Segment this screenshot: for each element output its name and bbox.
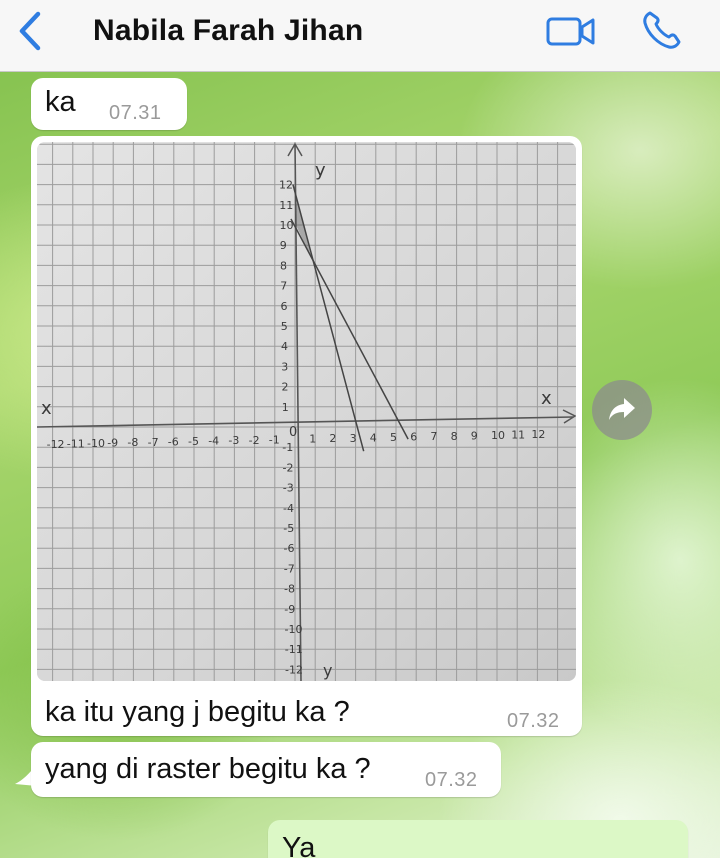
y-axis-label-bottom: y bbox=[323, 661, 332, 680]
y-tick-label: -10 bbox=[285, 623, 303, 636]
x-tick-label: -7 bbox=[148, 436, 159, 449]
message-time: 07.32 bbox=[425, 769, 478, 791]
y-tick-label: 6 bbox=[281, 300, 288, 313]
x-tick-label: -11 bbox=[67, 437, 85, 450]
x-tick-label: 9 bbox=[471, 429, 478, 442]
hatched-region bbox=[295, 198, 312, 258]
y-tick-label: 2 bbox=[282, 381, 289, 394]
y-tick-label: -4 bbox=[283, 502, 294, 515]
y-tick-label: 7 bbox=[280, 280, 287, 293]
y-tick-label: 8 bbox=[280, 259, 287, 272]
x-tick-label: -9 bbox=[107, 437, 118, 450]
x-tick-label: -5 bbox=[188, 435, 199, 448]
x-tick-label: -12 bbox=[47, 438, 65, 451]
y-axis-line bbox=[294, 143, 302, 681]
y-tick-label: 9 bbox=[280, 239, 287, 252]
x-tick-label: 12 bbox=[531, 428, 545, 441]
drawn-line-shallow bbox=[290, 218, 409, 440]
x-tick-label: 7 bbox=[430, 430, 437, 443]
x-tick-label: 4 bbox=[370, 431, 377, 444]
y-tick-label: 1 bbox=[282, 401, 289, 414]
message-bubble-incoming[interactable]: ka 07.31 bbox=[31, 78, 187, 130]
forward-button[interactable] bbox=[592, 380, 652, 440]
x-tick-label: -2 bbox=[249, 434, 260, 447]
y-tick-label: -8 bbox=[284, 583, 295, 596]
message-text: ka itu yang j begitu ka ? bbox=[45, 696, 350, 728]
x-tick-label: 11 bbox=[511, 429, 525, 442]
y-tick-label: 10 bbox=[280, 219, 294, 232]
y-tick-label: -9 bbox=[284, 603, 295, 616]
chevron-left-icon[interactable] bbox=[14, 10, 44, 52]
message-text: ka bbox=[45, 86, 76, 118]
y-tick-label: 4 bbox=[281, 340, 288, 353]
x-tick-label: 10 bbox=[491, 429, 505, 442]
phone-icon[interactable] bbox=[640, 8, 686, 52]
y-axis-label-top: y bbox=[315, 160, 326, 181]
y-tick-label: -11 bbox=[285, 643, 303, 656]
x-tick-label: 1 bbox=[309, 433, 316, 446]
x-tick-label: -4 bbox=[208, 435, 219, 448]
x-tick-label: 5 bbox=[390, 431, 397, 444]
graph-paper bbox=[37, 142, 576, 681]
axes bbox=[37, 142, 576, 681]
y-tick-label: -1 bbox=[282, 441, 293, 454]
y-tick-label: 12 bbox=[279, 179, 293, 192]
x-tick-label: 3 bbox=[350, 432, 357, 445]
x-tick-label: 2 bbox=[329, 432, 336, 445]
y-tick-label: 5 bbox=[281, 320, 288, 333]
x-tick-label: -1 bbox=[269, 433, 280, 446]
x-axis-label-right: x bbox=[541, 388, 552, 409]
grid-lines bbox=[37, 142, 576, 681]
contact-name[interactable]: Nabila Farah Jihan bbox=[93, 14, 364, 47]
drawn-line-steep bbox=[292, 184, 365, 452]
message-time: 07.32 bbox=[507, 710, 560, 732]
y-axis-arrow bbox=[287, 142, 303, 157]
x-tick-label: 6 bbox=[410, 431, 417, 444]
y-tick-label: -5 bbox=[283, 522, 294, 535]
y-tick-label: -12 bbox=[285, 663, 303, 676]
chat-header: Nabila Farah Jihan bbox=[0, 0, 720, 72]
y-tick-label: 3 bbox=[281, 360, 288, 373]
message-time: 07.31 bbox=[109, 102, 162, 124]
y-tick-label: -2 bbox=[283, 461, 294, 474]
x-tick-label: -3 bbox=[228, 434, 239, 447]
x-axis-arrow bbox=[562, 409, 576, 424]
x-tick-label: -6 bbox=[168, 435, 179, 448]
message-bubble-incoming[interactable]: yang di raster begitu ka ? 07.32 bbox=[31, 742, 501, 797]
y-tick-label: -6 bbox=[284, 542, 295, 555]
forward-arrow-icon bbox=[609, 398, 635, 420]
y-tick-label: -3 bbox=[283, 482, 294, 495]
x-tick-label: -10 bbox=[87, 437, 105, 450]
y-tick-label: -7 bbox=[284, 562, 295, 575]
x-tick-label: 8 bbox=[451, 430, 458, 443]
drawn-lines bbox=[290, 184, 409, 452]
message-bubble-outgoing[interactable]: Ya bbox=[268, 820, 688, 858]
x-axis-label-left: x bbox=[41, 398, 52, 419]
message-text: yang di raster begitu ka ? bbox=[45, 753, 371, 785]
x-tick-label: -8 bbox=[127, 436, 138, 449]
y-tick-label: 11 bbox=[279, 199, 293, 212]
origin-label: 0 bbox=[289, 425, 297, 440]
x-axis-line bbox=[37, 416, 574, 428]
message-text: Ya bbox=[282, 832, 316, 858]
video-camera-icon[interactable] bbox=[545, 12, 597, 50]
